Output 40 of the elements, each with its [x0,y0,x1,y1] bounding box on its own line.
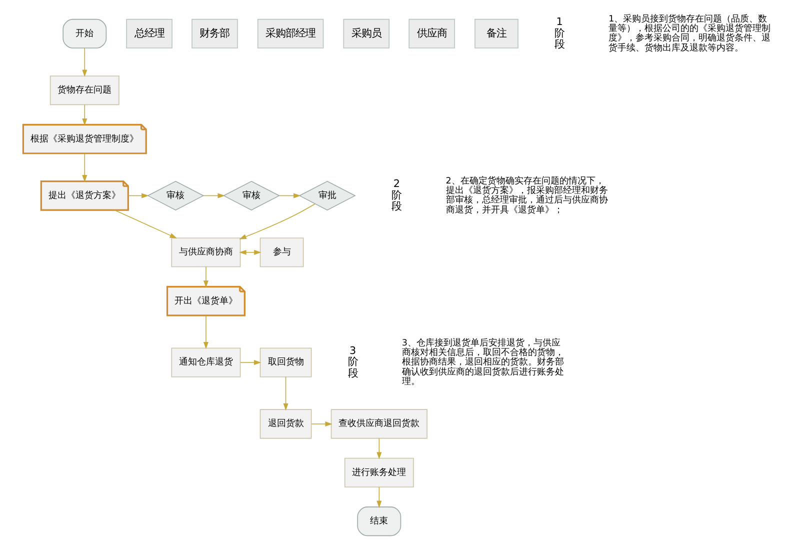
node-box: 进行账务处理 [344,458,414,488]
label: 采购部经理 [265,27,316,40]
label: 备注 [486,27,506,40]
arrow [82,48,87,77]
arrow [240,360,261,365]
arrow [127,193,148,198]
label: 2、在确定货物确实存在问题的情况下，提出《退货方案》，报采购部经理和财务部审核，总经理审批，通过后与供应商协商退货，并开具《退货单》； [445,176,608,216]
node-box: 参与 [259,238,304,268]
label: 采购员 [350,27,381,40]
node-box: 退回货款 [259,409,312,439]
label: 1、采购员接到货物存在问题（品质、数量等），根据公司的的《采购退货管理制度》，参考采购合同，明确退货条件、退货手续、货物出库及退款等内容。 [608,14,770,54]
node-box: 通知仓库退货 [170,348,240,378]
label: 供应商 [416,27,446,40]
node-box: 与供应商协商 [170,238,240,268]
label: 财务部 [199,27,230,40]
arrow [202,193,224,198]
arrow [82,104,87,126]
arrow [114,210,176,238]
arrow [238,203,315,240]
arrow [310,421,332,426]
arrow [282,376,288,411]
arrow [376,486,382,508]
node-box: 结束 [356,506,401,536]
arrow [278,193,300,198]
label: 1阶段 [554,16,564,51]
node-box: 查收供应商退回货款 [330,409,427,439]
arrow [202,315,208,350]
node-box: 开始 [62,18,106,48]
label: 2阶段 [391,178,402,213]
node-box: 货物存在问题 [49,76,119,106]
label: 3、仓库接到退货单后安排退货，与供应商核对相关信息后，取回不合格的货物，根据协商结果，退回相应的货款。财务部确认收到供应商的退回货款后进行账务处理。 [401,338,564,387]
node-diamond: 审核 [222,180,280,210]
node-box: 取回货物 [259,348,312,378]
node-diamond: 审批 [298,180,356,210]
arrow [82,153,87,182]
label: 3阶段 [347,345,358,380]
arrow [202,266,208,288]
node-diamond: 审核 [146,180,204,210]
arrow [376,438,382,460]
label: 总经理 [134,27,164,40]
